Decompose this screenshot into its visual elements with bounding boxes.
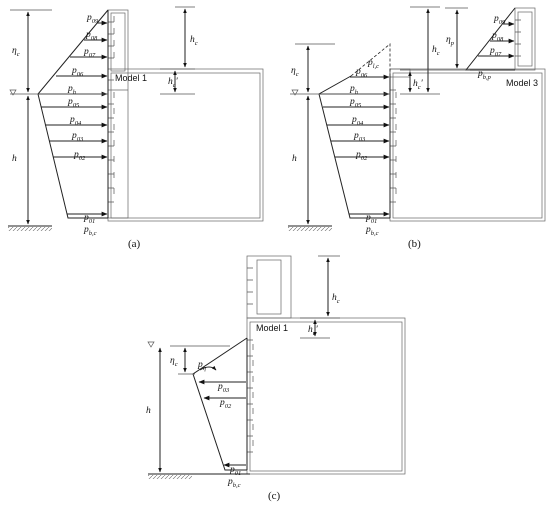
panel-c-dimensions [147, 255, 340, 479]
b-h-label: h [292, 154, 297, 164]
c-peta-label: pη [197, 360, 206, 372]
c-model-label: Model 1 [256, 323, 288, 333]
a-p04-label: p04 [69, 115, 82, 127]
b-pbp-label: pb,p [477, 69, 492, 81]
c-p01-label: p01 [229, 465, 241, 477]
b-eta-p-label: ηp [446, 35, 455, 47]
b-hc-label: hc [432, 45, 440, 57]
b-p06-label: p06 [355, 67, 368, 79]
c-p03-label: p03 [217, 382, 230, 394]
a-p03-label: p03 [71, 131, 84, 143]
a-p01-label: p01 [83, 213, 95, 225]
a-ph-label: ph [67, 84, 76, 96]
panel-a-dimensions [8, 6, 195, 231]
panel-a-pressure-profile [37, 9, 109, 219]
a-p08-label: p08 [85, 30, 98, 42]
a-p02-label: p02 [73, 150, 86, 162]
panel-b-structure [389, 7, 546, 222]
b-caption: (b) [408, 238, 421, 250]
a-p06-label: p06 [71, 66, 84, 78]
b-p08-label: p08 [491, 31, 504, 43]
panel-b-labels: ηc h hc hc′ ηp Model 3 p09 p08 p07 pb,p … [291, 14, 538, 250]
b-hc-prime-label: hc′ [413, 79, 424, 91]
c-hc-label: hc [332, 293, 340, 305]
c-h-label: h [146, 406, 151, 416]
c-hc-prime-label: hc′ [308, 325, 319, 337]
panel-a-structure [107, 9, 264, 222]
b-model-label: Model 3 [506, 78, 538, 88]
c-eta-c-label: ηc [170, 356, 178, 368]
panel-c-pressure-profile [192, 337, 248, 471]
b-p09-label: p09 [493, 14, 506, 26]
a-eta-c-label: ηc [12, 46, 20, 58]
panel-b-arrows [320, 21, 515, 217]
b-p02-label: p02 [355, 150, 368, 162]
b-p04-label: p04 [351, 115, 364, 127]
c-p02-label: p02 [219, 398, 232, 410]
panel-b: ηc h hc hc′ ηp Model 3 p09 p08 p07 pb,p … [288, 6, 546, 250]
b-p07-label: p07 [489, 46, 502, 58]
panel-a-labels: ηc h hc hc′ Model 1 p09 p08 p07 p06 ph p… [12, 13, 198, 250]
b-p01-label: p01 [365, 213, 377, 225]
a-hc-label: hc [190, 35, 198, 47]
b-p05-label: p05 [349, 97, 362, 109]
b-p03-label: p03 [353, 131, 366, 143]
c-pbc-label: pb,c [227, 477, 241, 489]
b-ph-label: ph [349, 84, 358, 96]
panel-c-labels: ηc h hc hc′ Model 1 pη p03 p02 p01 pb,c … [146, 293, 340, 502]
panel-a: ηc h hc hc′ Model 1 p09 p08 p07 p06 ph p… [8, 6, 264, 250]
b-plc-label: pl,c [367, 58, 379, 70]
b-pbc-label: pb,c [365, 225, 379, 237]
panel-c-structure [246, 255, 406, 475]
panel-c: ηc h hc hc′ Model 1 pη p03 p02 p01 pb,c … [146, 255, 406, 502]
a-pbc-label: pb,c [83, 225, 97, 237]
panel-b-dimensions [288, 6, 470, 231]
a-p05-label: p05 [67, 97, 80, 109]
panel-c-arrows [198, 365, 246, 468]
panel-b-pressure-profile [318, 7, 516, 219]
a-p07-label: p07 [83, 47, 96, 59]
a-h-label: h [12, 154, 17, 164]
a-model-label: Model 1 [115, 73, 147, 83]
b-eta-c-label: ηc [291, 66, 299, 78]
a-caption: (a) [128, 238, 141, 250]
a-hc-prime-label: hc′ [168, 77, 179, 89]
c-caption: (c) [268, 490, 281, 502]
a-p09-label: p09 [86, 13, 99, 25]
